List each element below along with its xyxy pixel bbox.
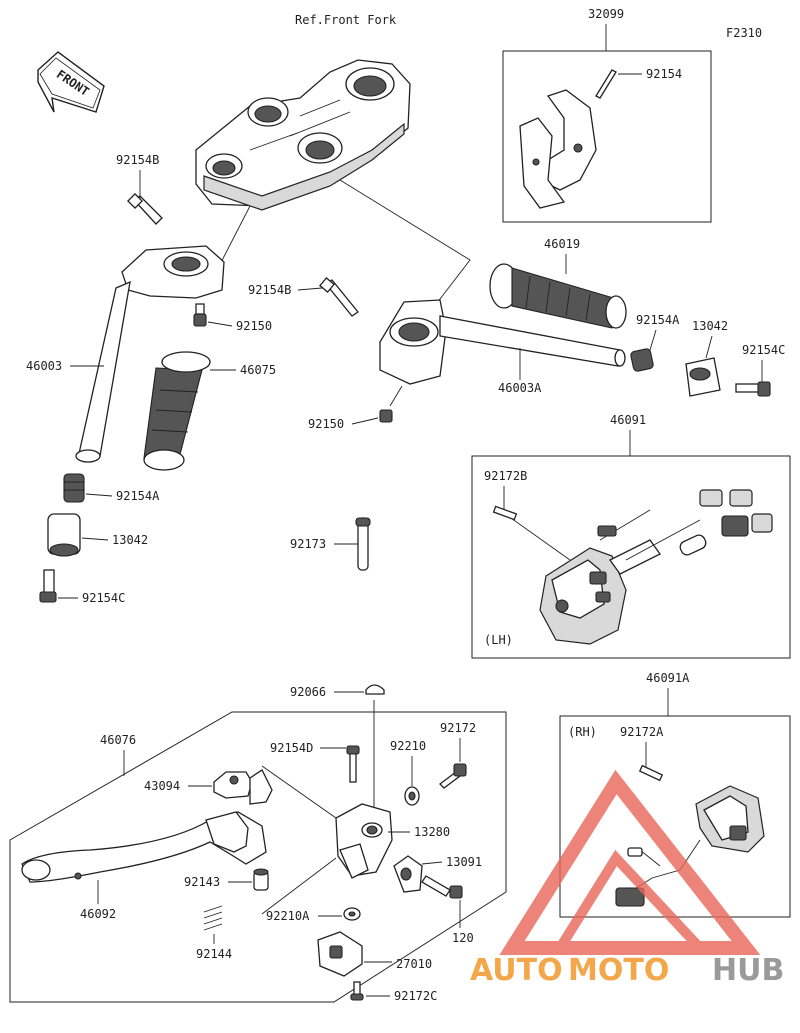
bar-end-13042-right: [685, 357, 721, 397]
label-92143: 92143: [184, 875, 220, 889]
side-label-rh: (RH): [568, 725, 597, 739]
label-46076: 46076: [100, 733, 136, 747]
grip-46019: [489, 263, 627, 329]
label-46091a: 46091A: [646, 671, 690, 685]
adjuster-43094: [213, 769, 273, 805]
bolt-92172b: [492, 505, 518, 521]
watermark-text: AUTO MOTO HUB: [470, 953, 784, 988]
bolt-92154d: [346, 745, 360, 783]
diagram-code: F2310: [726, 26, 762, 40]
washer-92210: [404, 786, 420, 806]
label-92144: 92144: [196, 947, 232, 961]
label-13091: 13091: [446, 855, 482, 869]
watermark-logo: [499, 769, 761, 955]
label-92173: 92173: [290, 537, 326, 551]
bar-end-13042-left: [47, 513, 81, 557]
label-32099: 32099: [588, 7, 624, 21]
bolt-92154b-mid: [319, 277, 359, 317]
label-92154b-left: 92154B: [116, 153, 159, 167]
label-120: 120: [452, 931, 474, 945]
label-46075: 46075: [240, 363, 276, 377]
label-92172a: 92172A: [620, 725, 664, 739]
brake-lever-46092: [21, 811, 267, 883]
label-92154-top: 92154: [646, 67, 682, 81]
triple-clamp-upper: [195, 59, 411, 211]
handlebar-clamp-right: [379, 299, 626, 385]
box-46076: [9, 711, 507, 1003]
bolt-92172: [439, 763, 467, 789]
label-92150-mid: 92150: [308, 417, 344, 431]
bolt-120: [421, 875, 463, 899]
label-92154d: 92154D: [270, 741, 313, 755]
bolt-92150-left: [193, 303, 207, 327]
label-92210a: 92210A: [266, 909, 310, 923]
label-92172: 92172: [440, 721, 476, 735]
bolt-92154a-right: [630, 348, 654, 372]
label-92172b: 92172B: [484, 469, 527, 483]
label-92150-left: 92150: [236, 319, 272, 333]
label-13042-left: 13042: [112, 533, 148, 547]
box-46091: [471, 455, 791, 659]
bolt-92154a-left: [63, 473, 85, 503]
label-92154c-left: 92154C: [82, 591, 125, 605]
label-92154c-right: 92154C: [742, 343, 785, 357]
watermark-text-part2: MOTO: [568, 953, 669, 988]
switch-housing-rh: [615, 785, 765, 907]
handlebar-clamp-left: [75, 245, 225, 463]
clamp-32099: [519, 89, 597, 209]
screw-92172c: [350, 981, 364, 1001]
lever-holder-13280: [335, 803, 393, 879]
spring-92144: [203, 905, 223, 931]
label-13280: 13280: [414, 825, 450, 839]
watermark-text-part3: HUB: [712, 953, 784, 988]
side-label-lh: (LH): [484, 633, 513, 647]
reference-label: Ref.Front Fork: [295, 13, 397, 27]
bolt-92172a: [638, 764, 664, 782]
bolt-92154c-right: [735, 381, 771, 397]
label-92154b-mid: 92154B: [248, 283, 291, 297]
switch-housing-lh: [539, 489, 773, 645]
bolt-92154c-left: [39, 569, 57, 603]
bolt-92154b-left: [127, 193, 163, 225]
label-92210: 92210: [390, 739, 426, 753]
label-92154a-left: 92154A: [116, 489, 160, 503]
label-46091: 46091: [610, 413, 646, 427]
label-13042-right: 13042: [692, 319, 728, 333]
grip-46075: [143, 351, 211, 471]
label-27010: 27010: [396, 957, 432, 971]
box-32099: [502, 50, 712, 223]
watermark-text-part1: AUTO: [470, 953, 563, 988]
label-92172c: 92172C: [394, 989, 437, 1003]
label-43094: 43094: [144, 779, 180, 793]
label-46003a: 46003A: [498, 381, 542, 395]
collar-92143: [253, 868, 269, 891]
label-46019: 46019: [544, 237, 580, 251]
cap-92066: [365, 684, 385, 695]
label-46092: 46092: [80, 907, 116, 921]
bolt-92150-mid: [379, 385, 403, 423]
label-92066: 92066: [290, 685, 326, 699]
bolt-92154-top: [595, 69, 617, 99]
label-92154a-right: 92154A: [636, 313, 680, 327]
front-direction-badge: FRONT: [37, 51, 105, 113]
label-46003: 46003: [26, 359, 62, 373]
washer-92210a: [343, 907, 361, 921]
clamp-13091: [393, 855, 423, 893]
cable-tie-92173: [355, 517, 371, 571]
switch-27010: [317, 931, 363, 977]
